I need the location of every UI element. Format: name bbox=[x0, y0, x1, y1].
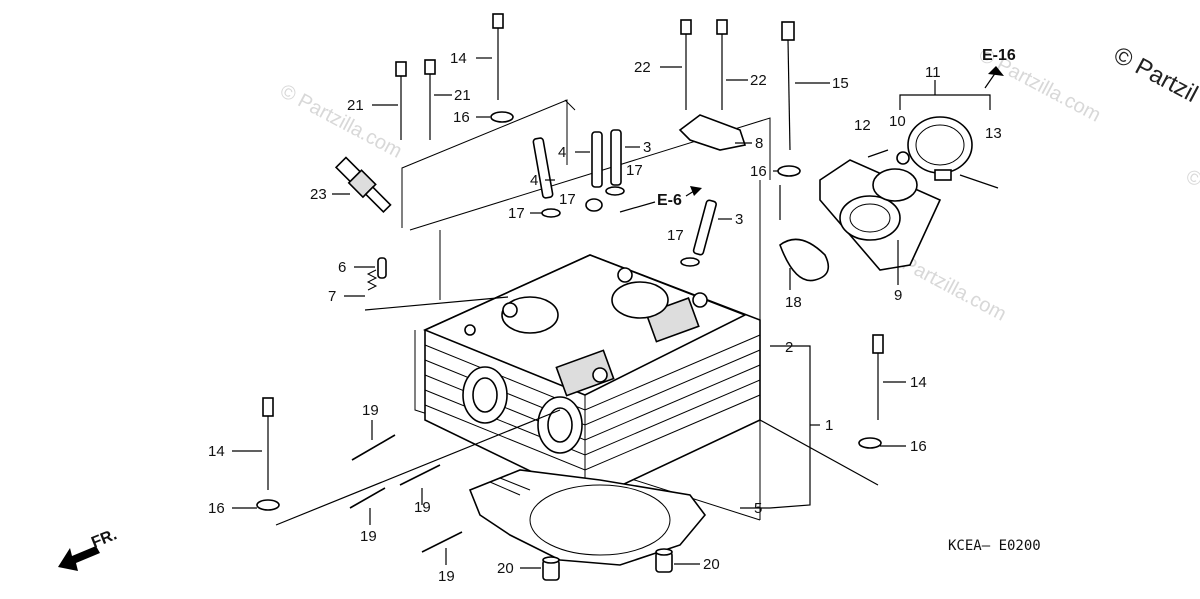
callout-16: 16 bbox=[910, 438, 927, 455]
callout-14: 14 bbox=[450, 50, 467, 67]
valve-guides bbox=[532, 129, 717, 267]
watermark-corner: © Partzil bbox=[1109, 41, 1200, 108]
callout-14: 14 bbox=[910, 374, 927, 391]
arrow-e6-icon bbox=[690, 186, 702, 196]
leader-lines bbox=[232, 57, 991, 569]
ref-e16: E-16 bbox=[982, 47, 1016, 64]
callout-4: 4 bbox=[558, 144, 566, 161]
front-arrow-icon bbox=[58, 546, 100, 571]
callout-20: 20 bbox=[497, 560, 514, 577]
callout-20: 20 bbox=[703, 556, 720, 573]
watermark-4: © Partzilla.com bbox=[276, 80, 405, 163]
head-gasket bbox=[468, 469, 707, 566]
studs bbox=[349, 434, 463, 553]
callout-23: 23 bbox=[310, 186, 327, 203]
callout-9: 9 bbox=[894, 287, 902, 304]
ref-e6: E-6 bbox=[657, 192, 682, 209]
front-marker: FR. bbox=[58, 526, 119, 571]
washers-16 bbox=[256, 111, 882, 511]
clamp bbox=[896, 116, 973, 181]
callout-4: 4 bbox=[530, 172, 538, 189]
callout-15: 15 bbox=[832, 75, 849, 92]
callout-17: 17 bbox=[508, 205, 525, 222]
watermark-group: © Partzilla.com © Partzilla.com © Partzi… bbox=[276, 44, 1200, 326]
screw-12 bbox=[867, 149, 889, 158]
intake-pipe bbox=[819, 159, 942, 271]
spring bbox=[366, 269, 378, 291]
callout-21: 21 bbox=[347, 97, 364, 114]
callout-17: 17 bbox=[626, 162, 643, 179]
callout-19: 19 bbox=[362, 402, 379, 419]
callout-6: 6 bbox=[338, 259, 346, 276]
callout-17: 17 bbox=[667, 227, 684, 244]
callout-16: 16 bbox=[453, 109, 470, 126]
callout-12: 12 bbox=[854, 117, 871, 134]
callout-8: 8 bbox=[755, 135, 763, 152]
watermark-6: © Partzilla.com bbox=[1182, 165, 1200, 248]
cylinder-head bbox=[422, 254, 761, 501]
callout-7: 7 bbox=[328, 288, 336, 305]
callout-19: 19 bbox=[438, 568, 455, 585]
callout-16: 16 bbox=[208, 500, 225, 517]
callout-19: 19 bbox=[360, 528, 377, 545]
callout-3: 3 bbox=[643, 139, 651, 156]
callout-11: 11 bbox=[925, 64, 941, 81]
screw-13 bbox=[959, 174, 999, 189]
spark-plug bbox=[334, 156, 392, 214]
callout-18: 18 bbox=[785, 294, 802, 311]
callout-16: 16 bbox=[750, 163, 767, 180]
callout-10: 10 bbox=[889, 113, 906, 130]
callout-14: 14 bbox=[208, 443, 225, 460]
arrow-e16-icon bbox=[988, 66, 1004, 76]
callout-5: 5 bbox=[754, 500, 762, 517]
callout-2: 2 bbox=[785, 339, 793, 356]
assembly-outline bbox=[401, 99, 771, 521]
callout-1: 1 bbox=[825, 417, 833, 434]
callout-19: 19 bbox=[414, 499, 431, 516]
callout-3: 3 bbox=[735, 211, 743, 228]
pin bbox=[377, 257, 387, 279]
bracket bbox=[678, 114, 747, 151]
callout-22: 22 bbox=[750, 72, 767, 89]
diagram-code: KCEA— E0200 bbox=[948, 538, 1041, 554]
callout-17: 17 bbox=[559, 191, 576, 208]
bolts-14 bbox=[262, 13, 884, 490]
callout-13: 13 bbox=[985, 125, 1002, 142]
bolts-long bbox=[395, 19, 795, 151]
o-ring bbox=[779, 238, 830, 282]
front-label: FR. bbox=[89, 526, 119, 551]
dowel-pins bbox=[542, 548, 673, 581]
callout-22: 22 bbox=[634, 59, 651, 76]
callout-labels: 14 21 21 16 22 22 15 E-16 11 12 10 13 8 … bbox=[208, 47, 1016, 585]
callout-21: 21 bbox=[454, 87, 471, 104]
